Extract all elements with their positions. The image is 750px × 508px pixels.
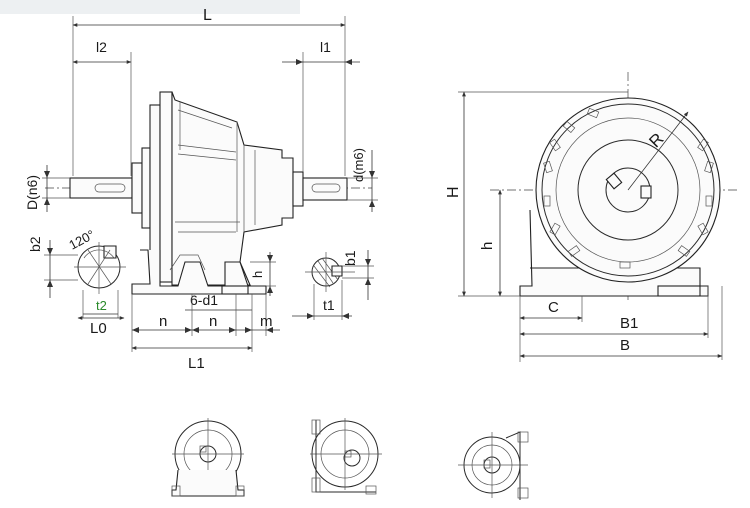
inner-ring — [577, 139, 679, 241]
flange-left — [131, 162, 143, 214]
label-angle: 120° — [66, 227, 97, 253]
label-B: B — [620, 337, 630, 354]
left-shaft-key — [94, 183, 126, 193]
label-H: H — [445, 186, 462, 198]
label-d: d(m6) — [351, 148, 366, 182]
label-t2: t2 — [96, 298, 107, 313]
label-m: m — [260, 313, 273, 330]
end-foot-right — [657, 285, 701, 297]
flange-plate-1 — [141, 147, 151, 229]
scan-haze — [0, 0, 300, 14]
end-key-right — [640, 185, 652, 199]
right-shaft-collar — [292, 171, 304, 207]
rim-slots — [543, 107, 714, 269]
variant-1 — [171, 418, 245, 497]
label-L1: L1 — [188, 355, 205, 372]
label-6d1: 6-d1 — [190, 292, 218, 308]
left-shaft-section: b2 120° t2 L0 — [27, 227, 126, 337]
label-t1: t1 — [323, 297, 335, 313]
end-key-left — [605, 172, 623, 190]
base-foot — [131, 249, 267, 295]
label-D: D(n6) — [24, 175, 40, 210]
label-h-end: h — [479, 242, 496, 250]
label-C: C — [548, 299, 559, 316]
label-h-side: h — [250, 271, 265, 278]
variant-2 — [310, 418, 382, 495]
dim-R — [627, 111, 689, 191]
label-n-mid: n — [209, 313, 217, 330]
label-n-left: n — [159, 313, 167, 330]
label-b1: b1 — [342, 250, 358, 266]
flange-plate-3 — [159, 91, 173, 283]
label-b2: b2 — [27, 236, 43, 252]
right-shaft-section: b1 t1 — [292, 250, 374, 320]
label-L: L — [203, 7, 212, 24]
foot-pad — [221, 285, 249, 295]
left-shaft — [69, 177, 133, 199]
right-shaft-key — [311, 183, 341, 193]
variant-3 — [458, 431, 529, 500]
label-l2: l2 — [96, 39, 107, 55]
side-view: L l2 l1 D(n6) d(m6) — [24, 7, 378, 372]
flange-plate-2 — [149, 104, 161, 271]
label-l1: l1 — [320, 39, 331, 55]
right-shaft — [302, 177, 348, 201]
housing — [171, 91, 294, 286]
end-view: R H h C B1 B — [445, 72, 738, 362]
label-L0: L0 — [90, 320, 107, 337]
label-B1: B1 — [620, 315, 638, 332]
